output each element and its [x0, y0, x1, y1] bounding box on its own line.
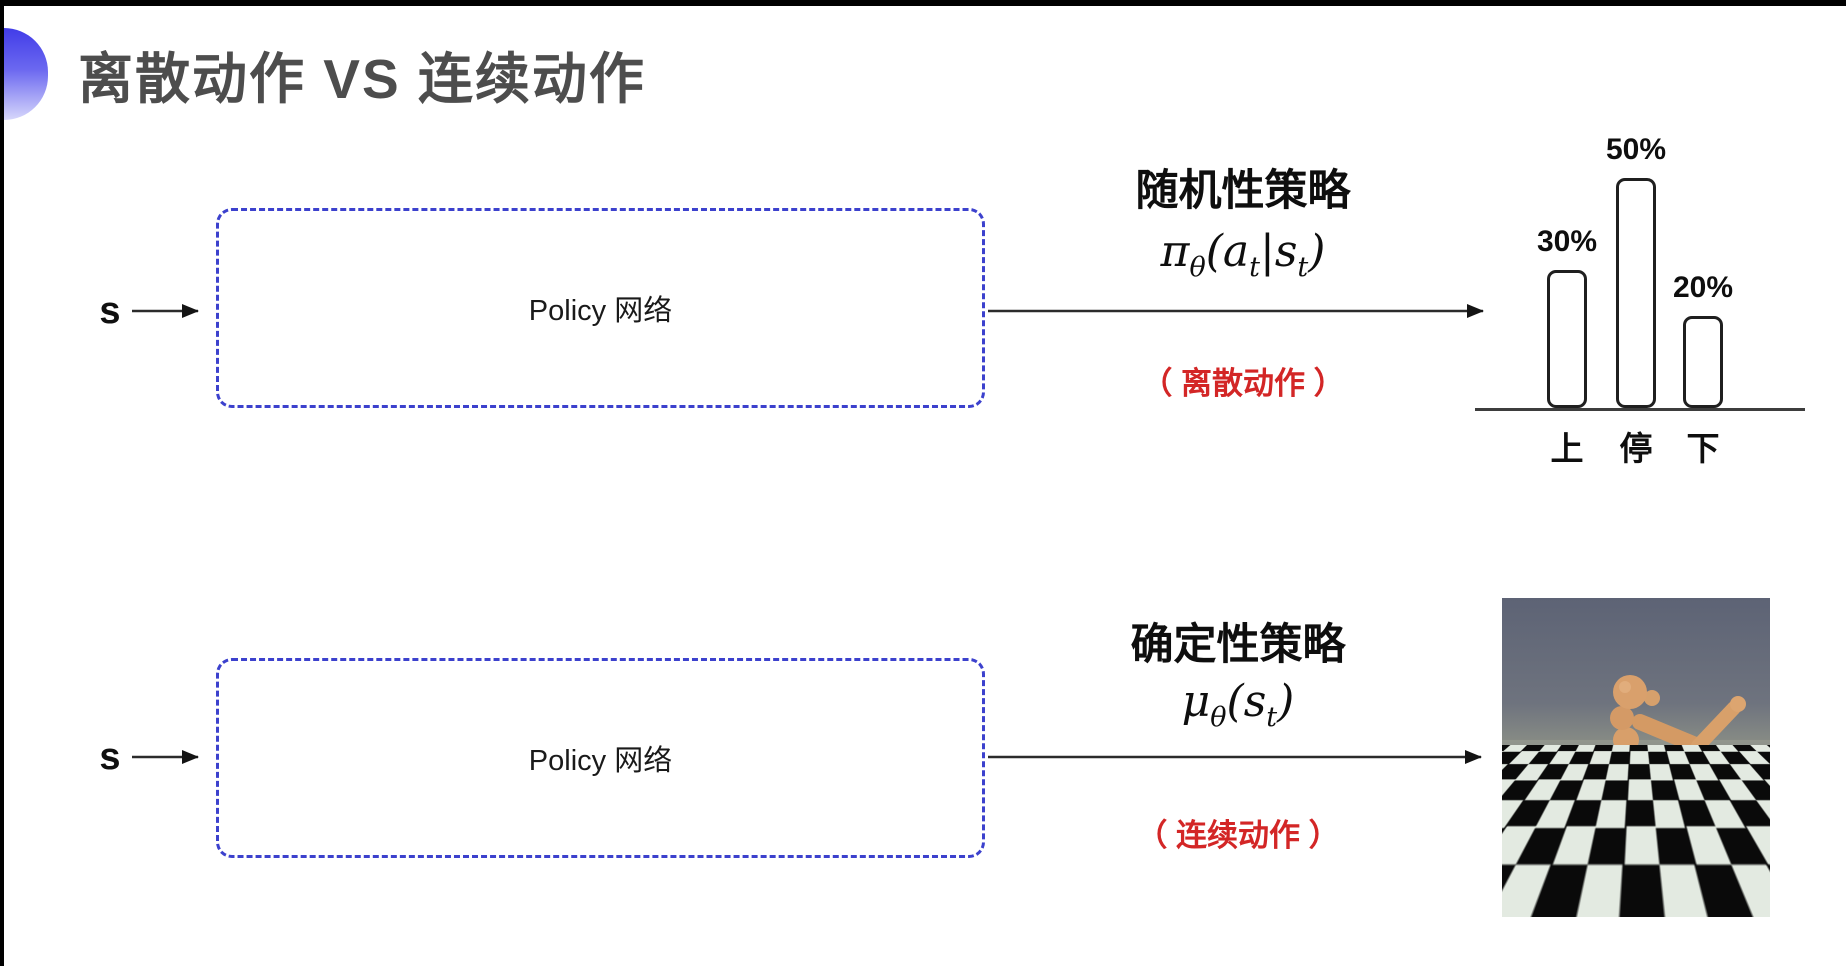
- bar-category-stop: 停: [1619, 430, 1653, 467]
- state-input-label-bottom: s: [99, 736, 121, 778]
- state-input-label-top: s: [99, 290, 121, 332]
- formula-fragment: t: [1249, 251, 1260, 283]
- formula-fragment: ): [1277, 676, 1295, 727]
- continuous-action-note: （ 连续动作 ）: [1136, 818, 1340, 853]
- formula-fragment: |s: [1260, 226, 1298, 277]
- deterministic-policy-title: 确定性策略: [1130, 621, 1346, 669]
- bar-column-stop: 50%: [1597, 133, 1675, 408]
- formula-fragment: θ: [1189, 251, 1206, 283]
- bar-category-up: 上: [1550, 430, 1584, 467]
- formula-fragment: t: [1297, 251, 1309, 283]
- humanoid-figure: [1566, 675, 1746, 884]
- bar-down: [1683, 316, 1723, 408]
- policy-network-box-top: Policy 网络: [216, 208, 985, 408]
- discrete-action-note: （ 离散动作 ）: [1141, 366, 1345, 401]
- formula-fragment: (a: [1205, 226, 1250, 277]
- bar-column-down: 20%: [1664, 271, 1742, 408]
- formula-fragment: π: [1160, 226, 1190, 277]
- stochastic-policy-title: 随机性策略: [1135, 167, 1351, 215]
- humanoid-simulation-image: [1502, 598, 1770, 917]
- policy-network-box-bottom: Policy 网络: [216, 658, 985, 858]
- formula-fragment: ): [1308, 226, 1326, 277]
- bar-column-up: 30%: [1528, 225, 1606, 408]
- policy-network-label-bottom: Policy 网络: [528, 745, 673, 777]
- frame-edge-top: [0, 0, 1846, 6]
- page-title: 离散动作 VS 连续动作: [78, 48, 646, 110]
- bar-category-down: 下: [1686, 430, 1720, 467]
- bar-value-label: 20%: [1672, 271, 1734, 304]
- bar-value-label: 30%: [1536, 225, 1598, 258]
- deterministic-policy-formula: μθ(st): [1058, 676, 1418, 733]
- stochastic-policy-formula: πθ(at|st): [1063, 226, 1423, 283]
- humanoid-figure-parts: [1566, 675, 1746, 884]
- bar-chart-axis: [1475, 408, 1805, 411]
- formula-fragment: θ: [1210, 701, 1227, 733]
- policy-network-label-top: Policy 网络: [528, 295, 673, 327]
- formula-fragment: μ: [1181, 676, 1211, 727]
- bar-stop: [1616, 178, 1656, 408]
- title-bullet-ornament: [4, 28, 48, 120]
- bar-value-label: 50%: [1605, 133, 1667, 166]
- formula-fragment: (s: [1226, 676, 1267, 727]
- frame-edge-left: [0, 0, 4, 966]
- formula-fragment: t: [1266, 701, 1278, 733]
- bar-up: [1547, 270, 1587, 408]
